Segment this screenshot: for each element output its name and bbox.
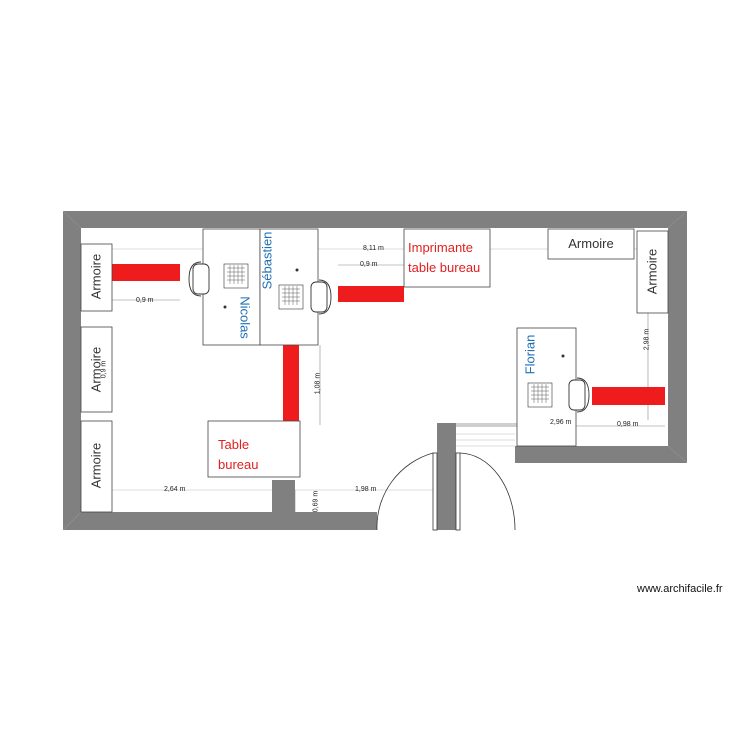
printer-label-line2: table bureau	[408, 260, 481, 275]
wall-right-bottom	[515, 446, 687, 463]
printer-table	[403, 228, 491, 288]
computer-icon	[278, 284, 304, 310]
person-label-nicolas: Nicolas	[237, 296, 253, 339]
wall-right	[668, 211, 687, 463]
door	[376, 452, 516, 531]
chairs	[188, 261, 590, 413]
wall-top	[63, 211, 687, 228]
dimension-label: 0,9 m	[100, 360, 108, 379]
wall-bottom-left	[63, 512, 272, 530]
dimension-label: 2,64 m	[164, 486, 186, 493]
wall-left	[63, 211, 81, 530]
table-label-line1: Table	[218, 437, 250, 452]
armoire-left-2	[80, 326, 113, 413]
printer-label-line1: Imprimante	[408, 240, 474, 255]
armoire-left-1	[80, 243, 113, 312]
computer-icon	[527, 382, 553, 408]
door-leaf-right	[455, 452, 461, 531]
dimension-label: 8,11 m	[363, 245, 384, 252]
armoire-label: Armoire	[88, 442, 104, 489]
door-leaf	[432, 452, 438, 531]
furniture	[80, 228, 669, 513]
red-zone-left	[112, 264, 180, 281]
person-label-sebastien: Sébastien	[259, 231, 275, 290]
armoire-label: Armoire	[88, 253, 104, 300]
dimension-label: 2,96 m	[550, 419, 572, 426]
armoire-label: Armoire	[644, 248, 660, 295]
red-zone-florian	[592, 387, 665, 405]
dimension-label: 0,69 m	[312, 490, 320, 513]
table-label-line2: bureau	[218, 457, 259, 472]
armoire-label: Armoire	[568, 236, 614, 251]
dimension-label: 1,08 m	[314, 372, 322, 395]
wall-bottom-mid	[295, 512, 377, 530]
dimension-label: 0,9 m	[136, 297, 154, 304]
dimension-label: 0,98 m	[617, 421, 639, 428]
watermark: www.archifacile.fr	[637, 583, 723, 595]
chair-icon	[310, 279, 332, 315]
door-swing-arc	[376, 452, 434, 531]
table-bureau	[207, 420, 301, 478]
wall-door-jamb	[437, 423, 456, 530]
computers	[223, 263, 553, 408]
wall-step	[272, 480, 295, 530]
red-zone-center-top	[338, 286, 404, 302]
red-zone-corridor	[283, 343, 299, 421]
desk-marks	[223, 268, 565, 358]
chair-icon	[188, 261, 210, 297]
wall-inner-step	[456, 423, 517, 427]
red-zones	[112, 264, 665, 421]
door-swing-arc-right	[459, 452, 516, 531]
armoire-left-3	[80, 420, 113, 513]
walls	[63, 211, 687, 530]
computer-icon	[223, 263, 249, 289]
dimension-label: 1,98 m	[355, 486, 377, 493]
armoire-top-right	[547, 228, 635, 260]
person-label-florian: Florian	[522, 334, 538, 375]
chair-icon	[568, 377, 590, 413]
armoire-right-side	[636, 230, 669, 314]
dimension-label: 0,9 m	[360, 261, 378, 268]
dimension-label: 2,98 m	[643, 328, 651, 351]
